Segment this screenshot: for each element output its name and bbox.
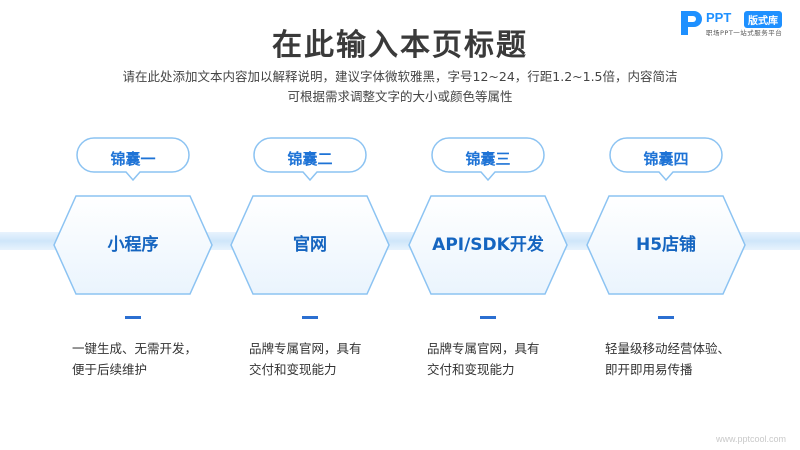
card-name: H5店铺 [635,235,697,255]
desc-line-1: 品牌专属官网，具有 [427,341,540,356]
card-tag: 锦囊一 [110,150,156,168]
card-name: API/SDK开发 [432,235,544,255]
card-3: 锦囊三 API/SDK开发 品牌专属官网，具有 交付和变现能力 [403,130,573,450]
hexagon-shape [53,195,213,295]
desc-line-1: 一键生成、无需开发， [72,341,198,356]
card-tag: 锦囊二 [287,150,333,168]
divider-dash [302,316,318,319]
desc-line-2: 便于后续维护 [72,362,148,377]
brand-name: PPT [706,10,732,25]
card-tag: 锦囊四 [643,150,689,168]
tag-bubble-shape [76,137,190,182]
card-name: 小程序 [107,235,159,255]
brand-badge: 版式库 [744,11,782,28]
card-2: 锦囊二 官网 品牌专属官网，具有 交付和变现能力 [225,130,395,450]
card-tag: 锦囊三 [465,150,511,168]
desc-line-2: 交付和变现能力 [427,362,515,377]
hexagon-shape [586,195,746,295]
hexagon-shape [408,195,568,295]
page-title: 在此输入本页标题 [272,28,528,63]
divider-dash [125,316,141,319]
card-description: 品牌专属官网，具有 交付和变现能力 [427,338,572,380]
tag-bubble-shape [253,137,367,182]
desc-line-1: 轻量级移动经营体验、 [605,341,731,356]
card-name: 官网 [293,235,327,255]
brand-tagline: 职场PPT一站式服务平台 [706,29,783,37]
desc-line-2: 交付和变现能力 [249,362,337,377]
desc-line-1: 品牌专属官网，具有 [249,341,362,356]
card-description: 品牌专属官网，具有 交付和变现能力 [249,338,394,380]
tag-bubble-shape [609,137,723,182]
desc-line-2: 即开即用易传播 [605,362,693,377]
tag-bubble-shape [431,137,545,182]
card-description: 一键生成、无需开发， 便于后续维护 [72,338,217,380]
watermark: www.pptcool.com [715,434,786,444]
card-4: 锦囊四 H5店铺 轻量级移动经营体验、 即开即用易传播 [581,130,751,450]
divider-dash [480,316,496,319]
card-description: 轻量级移动经营体验、 即开即用易传播 [605,338,750,380]
divider-dash [658,316,674,319]
brand-logo: PPT 版式库 职场PPT一站式服务平台 [678,8,796,42]
subtitle-line-1: 请在此处添加文本内容加以解释说明，建议字体微软雅黑，字号12~24，行距1.2~… [122,69,678,84]
brand-p-icon [681,11,702,35]
card-1: 锦囊一 小程序 一键生成、无需开发， 便于后续维护 [48,130,218,450]
hexagon-shape [230,195,390,295]
subtitle-line-2: 可根据需求调整文字的大小或颜色等属性 [287,89,513,104]
